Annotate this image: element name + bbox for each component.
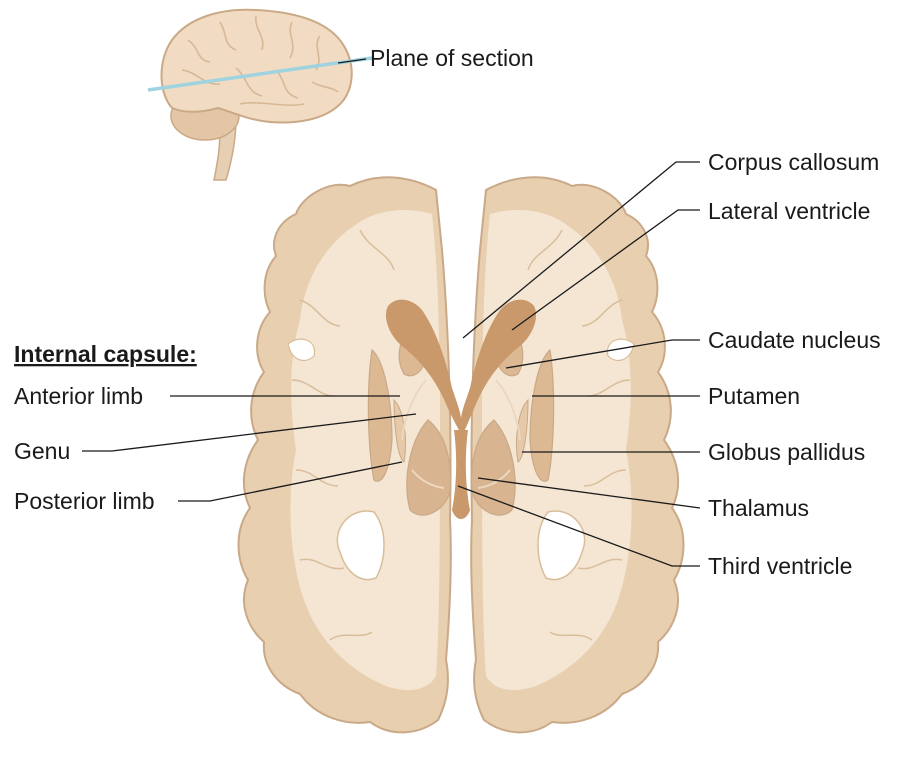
putamen-label: Putamen — [708, 383, 800, 409]
posterior-limb-label: Posterior limb — [14, 488, 155, 514]
corpus-callosum-label: Corpus callosum — [708, 149, 879, 175]
genu-label: Genu — [14, 438, 70, 464]
internal-capsule-heading: Internal capsule: — [14, 341, 197, 367]
anterior-limb-label: Anterior limb — [14, 383, 143, 409]
horizontal-brain-section — [239, 177, 684, 732]
third-ventricle-label: Third ventricle — [708, 553, 852, 579]
caudate-nucleus-label: Caudate nucleus — [708, 327, 881, 353]
third-ventricle — [452, 430, 470, 519]
lateral-ventricle-label: Lateral ventricle — [708, 198, 870, 224]
whole-brain-thumbnail — [148, 10, 372, 180]
plane-of-section-label: Plane of section — [370, 45, 534, 71]
globus-pallidus-label: Globus pallidus — [708, 439, 865, 465]
thalamus-label: Thalamus — [708, 495, 809, 521]
